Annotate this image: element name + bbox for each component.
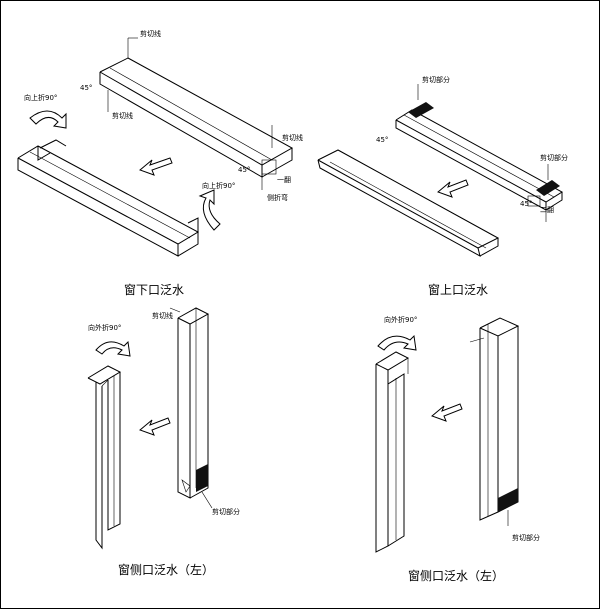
jamb-left-caption-1: 窗侧口泛水（左） [118, 562, 214, 577]
head-move-arrow [437, 179, 469, 198]
sill-side-fold-label: 侧折弯 [267, 193, 288, 202]
jamb-move-arrow [139, 417, 171, 436]
jamb-cut-line-label: 剪切线 [152, 311, 173, 320]
sill-fold-up-right-label: 向上折90° [202, 181, 235, 190]
sill-upper-piece [99, 37, 294, 190]
sill-fold-arrow-right [198, 189, 221, 231]
jamb-right-group: 向外折90° 剪切部分 窗侧口泛水（左） [375, 315, 540, 583]
sill-cut-line-mid-label: 剪切线 [112, 111, 133, 120]
head-lower-piece [317, 149, 500, 257]
sill-fold-up-left-label: 向上折90° [24, 93, 57, 102]
sill-move-arrow [139, 157, 173, 176]
jamb-tall-strip [169, 307, 213, 509]
head-cut-part-right-label: 剪切部分 [540, 153, 568, 162]
jamb-left-group: 向外折90° 剪切线 剪切部分 窗侧口泛水（左） [87, 307, 240, 577]
head-dim-45-a: 45° [376, 136, 388, 144]
sill-caption: 窗下口泛水 [124, 283, 184, 297]
head-upper-piece [395, 84, 563, 222]
jamb-fold-out-label: 向外折90° [88, 323, 121, 332]
head-cut-part-left-label: 剪切部分 [422, 75, 450, 84]
sill-cut-line-right-label: 剪切线 [282, 133, 303, 142]
sill-dim-45-b: 45° [238, 166, 250, 174]
head-dim-45-b: 45° [520, 200, 532, 208]
jamb2-tall-strip [469, 317, 520, 526]
jamb-fold-arrow [95, 340, 131, 357]
jamb-cut-part-label: 剪切部分 [212, 507, 240, 516]
jamb2-cut-hatch [498, 488, 518, 512]
jamb2-folded-piece [375, 351, 410, 553]
sill-flashing-group: 剪切线 剪切线 剪切线 侧折弯 一翻 45° 45° 向上折90° 向上折90°… [17, 29, 303, 297]
jamb2-move-arrow [431, 403, 463, 422]
sill-mark-a-label: 一翻 [277, 175, 291, 184]
head-flashing-group: 剪切部分 剪切部分 二翻 45° 45° 窗上口泛水 [317, 75, 568, 297]
head-mark-b-label: 二翻 [540, 205, 554, 214]
jamb-cut-hatch [196, 464, 208, 492]
jamb-folded-piece [87, 365, 122, 550]
head-cut-hatch-right [536, 180, 560, 196]
jamb2-cut-part-label: 剪切部分 [512, 533, 540, 542]
jamb2-fold-out-label: 向外折90° [384, 315, 417, 324]
head-cut-hatch-left [408, 102, 434, 118]
sill-cut-line-top-label: 剪切线 [140, 29, 161, 38]
sill-dim-45-a: 45° [80, 84, 92, 92]
sill-lower-piece [17, 139, 200, 257]
head-caption: 窗上口泛水 [428, 283, 488, 297]
jamb2-fold-arrow [377, 334, 417, 351]
sill-fold-arrow-left [29, 110, 67, 129]
jamb-left-caption-2: 窗侧口泛水（左） [408, 568, 504, 583]
